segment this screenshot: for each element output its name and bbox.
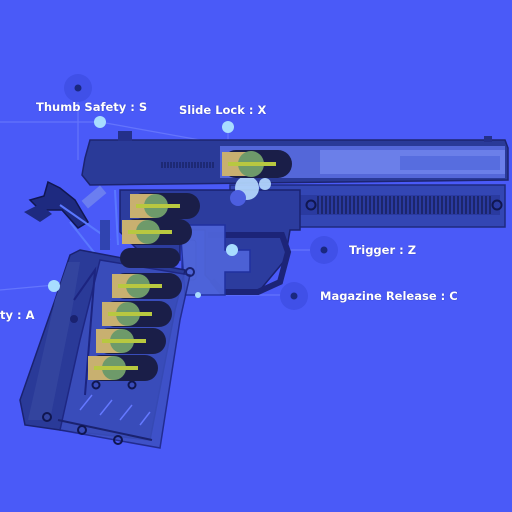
thumb-safety-indicator-dot [74, 84, 82, 92]
trigger-label: Trigger : Z [349, 243, 417, 257]
cartridge [122, 219, 192, 245]
cartridge [102, 301, 172, 327]
chambered-round [222, 150, 292, 178]
magazine-release-hotspot[interactable] [195, 292, 201, 298]
cartridge [120, 248, 180, 268]
slide-lock-label: Slide Lock : X [179, 103, 267, 117]
grip-safety-label: ty : A [0, 308, 35, 322]
magazine-release-indicator-dot [290, 292, 298, 300]
thumb-safety-label: Thumb Safety : S [36, 100, 148, 114]
cartridge [96, 328, 166, 354]
cartridge [112, 273, 182, 299]
pistol-slide [81, 131, 509, 186]
ammo-stack [88, 193, 200, 381]
trigger-indicator-dot [320, 246, 328, 254]
cartridge [88, 355, 158, 381]
recoil-spring [317, 196, 491, 214]
grip-safety-hotspot[interactable] [48, 280, 60, 292]
thumb-safety-hotspot[interactable] [94, 116, 106, 128]
hotspots[interactable] [48, 74, 338, 310]
trigger-hotspot[interactable] [226, 244, 238, 256]
magazine-release-label: Magazine Release : C [320, 289, 458, 303]
cartridge [130, 193, 200, 219]
hammer [28, 180, 90, 229]
slide-lock-hotspot[interactable] [222, 121, 234, 133]
